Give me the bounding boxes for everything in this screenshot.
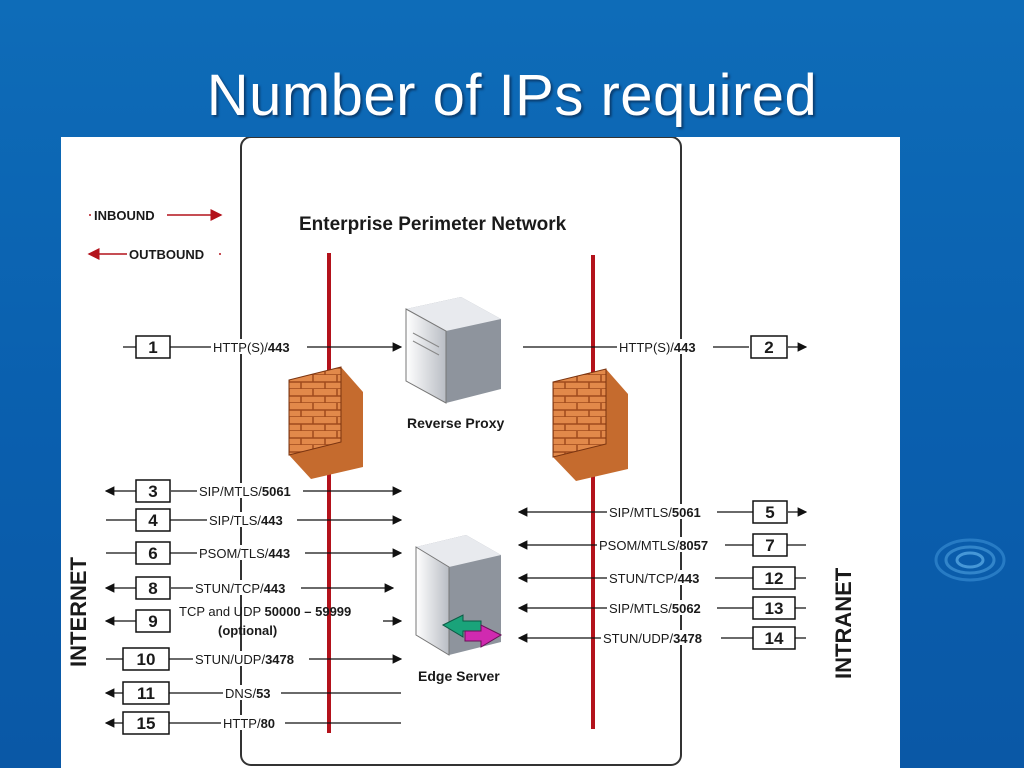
legend-outbound: OUTBOUND xyxy=(129,247,204,262)
intranet-label: INTRANET xyxy=(831,567,856,679)
port-protocol: STUN/UDP/3478 xyxy=(195,652,294,667)
port-protocol: STUN/TCP/443 xyxy=(195,581,285,596)
port-row-14: 14 STUN/UDP/3478 xyxy=(517,626,806,650)
port-row-11: 11 DNS/53 xyxy=(104,681,401,705)
port-row-3: 3 SIP/MTLS/5061 xyxy=(104,479,403,503)
port-protocol: TCP and UDP 50000 – 59999 xyxy=(179,604,351,619)
swirl-decoration xyxy=(934,538,1006,582)
reverse-proxy-label: Reverse Proxy xyxy=(407,415,505,431)
legend-inbound: INBOUND xyxy=(94,208,155,223)
port-number: 15 xyxy=(137,714,156,733)
perimeter-box xyxy=(240,137,682,766)
edge-server-label: Edge Server xyxy=(418,668,500,684)
port-row-12: 12 STUN/TCP/443 xyxy=(517,566,806,590)
port-row-7: 7 PSOM/MTLS/8057 xyxy=(517,533,806,557)
port-row-8: 8 STUN/TCP/443 xyxy=(104,576,395,600)
port-protocol: SIP/MTLS/5061 xyxy=(199,484,291,499)
port-number: 5 xyxy=(765,503,774,522)
port-row-2: 2 HTTP(S)/443 xyxy=(523,335,808,359)
port-number: 13 xyxy=(765,599,784,618)
port-number: 7 xyxy=(765,536,774,555)
port-protocol: SIP/TLS/443 xyxy=(209,513,283,528)
slide-title: Number of IPs required xyxy=(206,63,818,128)
port-number: 4 xyxy=(148,511,158,530)
port-protocol: STUN/UDP/3478 xyxy=(603,631,702,646)
port-protocol: HTTP/80 xyxy=(223,716,275,731)
port-row-15: 15 HTTP/80 xyxy=(104,711,401,735)
network-diagram: INBOUND OUTBOUND Enterprise Perimeter Ne… xyxy=(61,137,900,768)
port-protocol: SIP/MTLS/5062 xyxy=(609,601,701,616)
port-row-6: 6 PSOM/TLS/443 xyxy=(106,541,403,565)
port-number: 10 xyxy=(137,650,156,669)
port-protocol: HTTP(S)/443 xyxy=(213,340,290,355)
port-number: 2 xyxy=(764,338,773,357)
internet-label: INTERNET xyxy=(66,556,91,667)
port-protocol: PSOM/TLS/443 xyxy=(199,546,290,561)
port-protocol: HTTP(S)/443 xyxy=(619,340,696,355)
port-row-13: 13 SIP/MTLS/5062 xyxy=(517,596,806,620)
port-row-4: 4 SIP/TLS/443 xyxy=(106,508,403,532)
port-row-5: 5 SIP/MTLS/5061 xyxy=(517,500,808,524)
port-number: 1 xyxy=(148,338,157,357)
port-protocol: STUN/TCP/443 xyxy=(609,571,699,586)
port-number: 9 xyxy=(148,612,157,631)
edge-server-icon xyxy=(415,535,503,656)
port-number: 6 xyxy=(148,544,157,563)
port-note: (optional) xyxy=(218,623,277,638)
perimeter-title: Enterprise Perimeter Network xyxy=(299,214,567,235)
outer-firewall-icon xyxy=(288,366,363,479)
port-number: 8 xyxy=(148,579,157,598)
inner-firewall-icon xyxy=(552,368,628,481)
reverse-proxy-server-icon xyxy=(405,297,501,404)
port-protocol: PSOM/MTLS/8057 xyxy=(599,538,708,553)
port-row-10: 10 STUN/UDP/3478 xyxy=(106,647,403,671)
port-number: 11 xyxy=(137,684,155,703)
port-row-1: 1 HTTP(S)/443 xyxy=(123,335,403,359)
port-number: 12 xyxy=(765,569,784,588)
port-protocol: DNS/53 xyxy=(225,686,271,701)
port-number: 3 xyxy=(148,482,157,501)
port-number: 14 xyxy=(765,629,784,648)
port-protocol: SIP/MTLS/5061 xyxy=(609,505,701,520)
port-row-9: 9 TCP and UDP 50000 – 59999 (optional) xyxy=(104,604,403,638)
legend: INBOUND OUTBOUND xyxy=(87,207,223,262)
